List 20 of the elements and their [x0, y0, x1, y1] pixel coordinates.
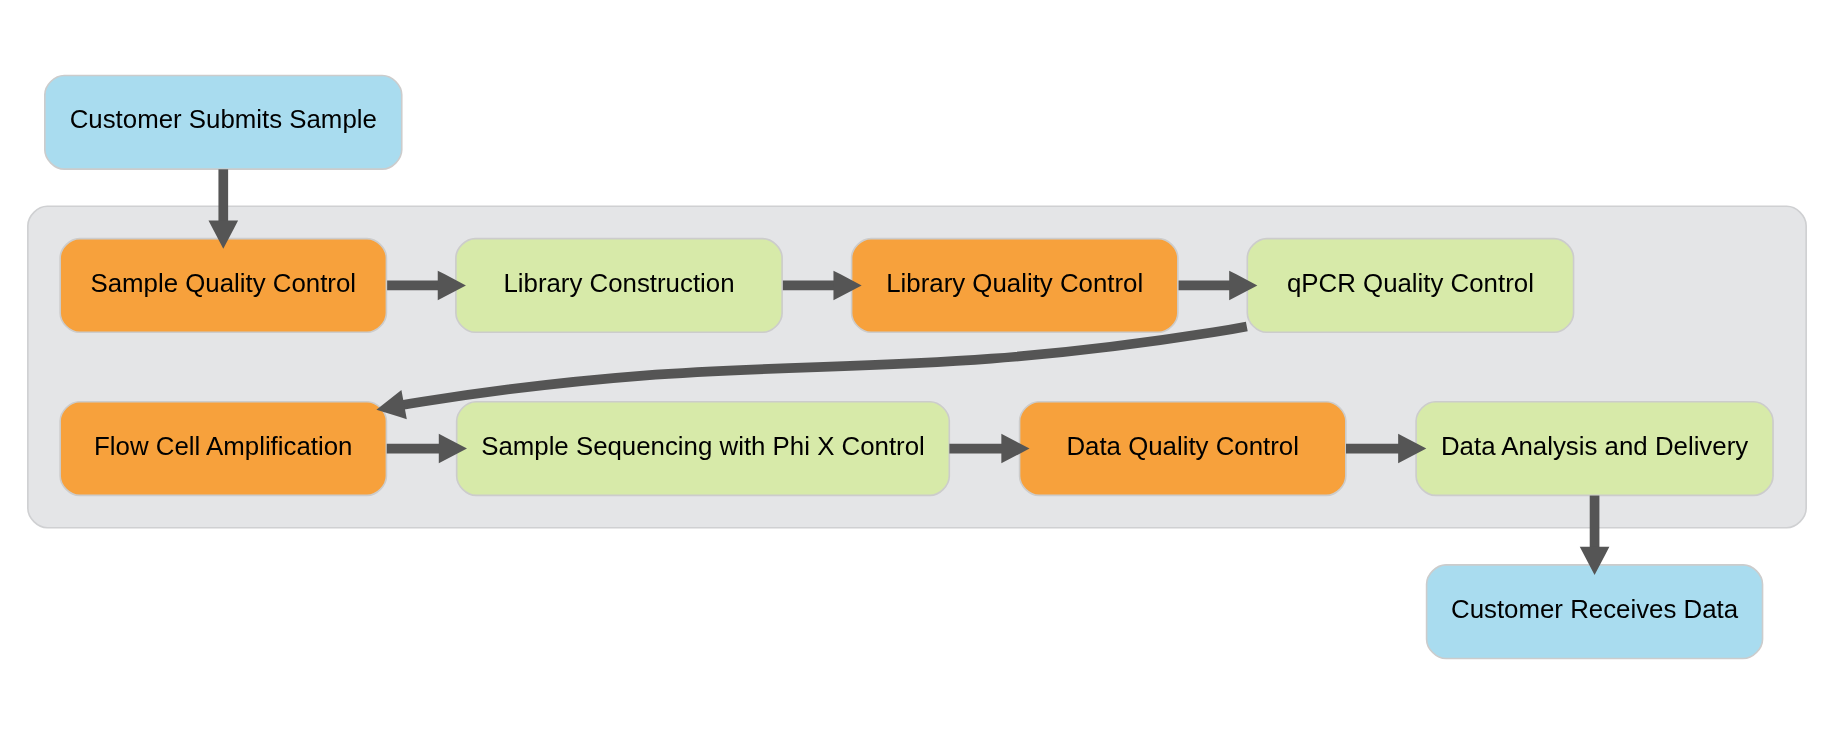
arrow	[1346, 433, 1427, 463]
arrow	[386, 433, 467, 463]
node-box: Sample Sequencing with Phi X Control	[455, 400, 951, 496]
arrow	[1579, 495, 1610, 575]
node-box: Customer Submits Sample	[44, 74, 403, 170]
node-box: Library Construction	[455, 237, 783, 333]
arrow	[1178, 270, 1258, 300]
arrow	[782, 270, 862, 300]
node-box: Flow Cell Amplification	[59, 400, 388, 496]
arrow	[949, 433, 1030, 463]
node-box: Library Quality Control	[850, 237, 1179, 333]
arrow	[376, 321, 1248, 419]
node-box: Data Analysis and Delivery	[1415, 400, 1774, 496]
node-box: Data Quality Control	[1018, 400, 1347, 496]
node-box: Sample Quality Control	[59, 237, 388, 333]
arrow	[208, 168, 239, 249]
node-box: Customer Receives Data	[1425, 563, 1764, 659]
node-box: qPCR Quality Control	[1246, 237, 1575, 333]
arrow	[387, 270, 466, 300]
cluster	[27, 205, 1807, 528]
